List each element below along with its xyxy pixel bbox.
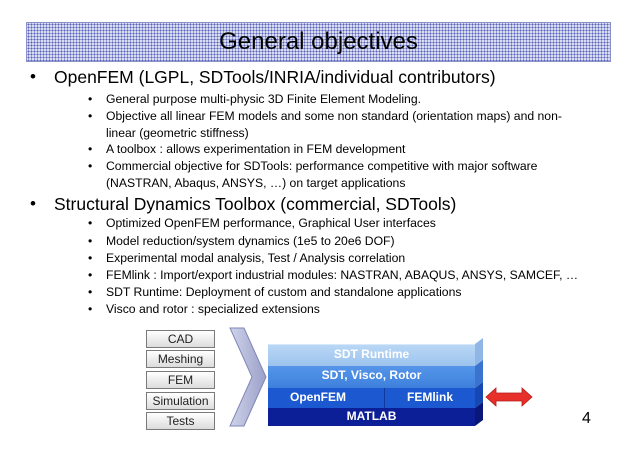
title-banner: General objectives <box>26 22 611 62</box>
stack-tests: Tests <box>146 412 215 430</box>
sub-bullet-text: FEMlink : Import/export industrial modul… <box>106 268 579 282</box>
bullet-dot: • <box>88 159 93 173</box>
slide-title: General objectives <box>219 28 418 55</box>
bullet-dot: • <box>88 285 93 299</box>
sub-bullet-text: A toolbox : allows experimentation in FE… <box>106 142 406 156</box>
chevron-right-icon <box>229 327 267 427</box>
sub-bullet-text: Objective all linear FEM models and some… <box>106 109 562 140</box>
stack-fem: FEM <box>146 371 215 389</box>
layer-sdt-visco-rotor: SDT, Visco, Rotor <box>268 366 475 388</box>
bullet-dot: • <box>88 216 93 230</box>
layer-matlab: MATLAB <box>268 408 475 426</box>
bullet-dot: • <box>88 302 93 316</box>
sub-bullet-text: Visco and rotor : specialized extensions <box>106 302 320 316</box>
stack-meshing: Meshing <box>146 350 215 368</box>
bullet-dot: • <box>88 234 93 248</box>
stack-simulation: Simulation <box>146 392 215 410</box>
bullet-text: OpenFEM (LGPL, SDTools/INRIA/individual … <box>54 67 496 87</box>
bullet-dot: • <box>88 268 93 282</box>
bullet-dot: • <box>88 142 93 156</box>
bullet-dot: • <box>88 109 93 123</box>
sub-bullet-text: Model reduction/system dynamics (1e5 to … <box>106 234 395 248</box>
bullet-text: Structural Dynamics Toolbox (commercial,… <box>54 194 457 214</box>
stack-depth-edge <box>475 338 483 426</box>
layer-openfem: OpenFEM <box>268 388 384 408</box>
bullet-dot: • <box>30 67 36 86</box>
bullet-dot: • <box>30 194 36 213</box>
layer-sdt-runtime: SDT Runtime <box>268 344 475 366</box>
sub-bullet-text: Experimental modal analysis, Test / Anal… <box>106 251 406 265</box>
bullet-dot: • <box>88 92 93 106</box>
sub-bullet-text: General purpose multi-physic 3D Finite E… <box>106 92 421 106</box>
page-number: 4 <box>582 410 591 427</box>
sub-bullet-text: Commercial objective for SDTools: perfor… <box>106 159 538 190</box>
sub-bullet-text: Optimized OpenFEM performance, Graphical… <box>106 216 436 230</box>
layer-femlink: FEMlink <box>384 388 475 408</box>
stack-cad: CAD <box>146 330 215 348</box>
sub-bullet-text: SDT Runtime: Deployment of custom and st… <box>106 285 462 299</box>
double-arrow-icon <box>485 387 533 407</box>
bullet-dot: • <box>88 251 93 265</box>
